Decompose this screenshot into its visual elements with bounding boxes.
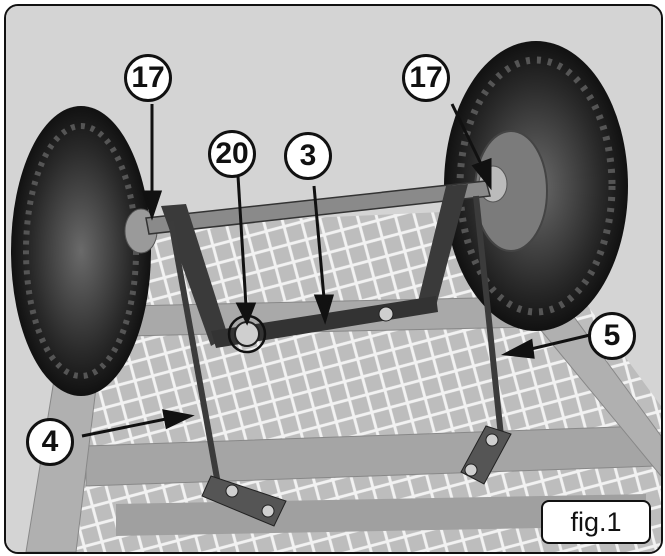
bolt-20 — [234, 321, 260, 347]
arrowhead-17-right — [471, 157, 492, 191]
arrowhead-17-left — [141, 190, 163, 221]
mount-bolt-right-a — [485, 433, 499, 447]
callout-4: 4 — [26, 418, 74, 466]
figure-frame: 17 17 20 3 5 4 fig.1 — [4, 4, 663, 554]
mount-bolt-left-a — [225, 484, 239, 498]
arrowhead-5 — [500, 338, 535, 359]
leader-4 — [81, 417, 167, 438]
callout-5: 5 — [588, 312, 636, 360]
arrowhead-3 — [313, 294, 334, 325]
support-rod-5 — [473, 195, 504, 437]
bracket-right-leg — [416, 184, 468, 310]
callout-17-right: 17 — [402, 54, 450, 102]
leader-5 — [530, 333, 591, 351]
mount-bolt-left-b — [261, 504, 275, 518]
leader-20 — [236, 175, 248, 307]
cart-photo-illustration — [6, 6, 661, 552]
bracket-left-leg — [161, 204, 228, 346]
bolt-bracket-right — [378, 306, 394, 322]
leader-3 — [312, 185, 326, 299]
left-wheel-tire — [11, 106, 151, 396]
callout-3: 3 — [284, 132, 332, 180]
leader-17-right — [450, 103, 484, 167]
mount-bolt-right-b — [464, 463, 478, 477]
callout-20: 20 — [208, 130, 256, 178]
callout-17-left: 17 — [124, 54, 172, 102]
figure-label: fig.1 — [541, 500, 651, 544]
arrowhead-4 — [162, 409, 195, 430]
arrowhead-20 — [235, 302, 257, 326]
axle — [145, 180, 491, 235]
support-rod-4 — [168, 220, 221, 485]
